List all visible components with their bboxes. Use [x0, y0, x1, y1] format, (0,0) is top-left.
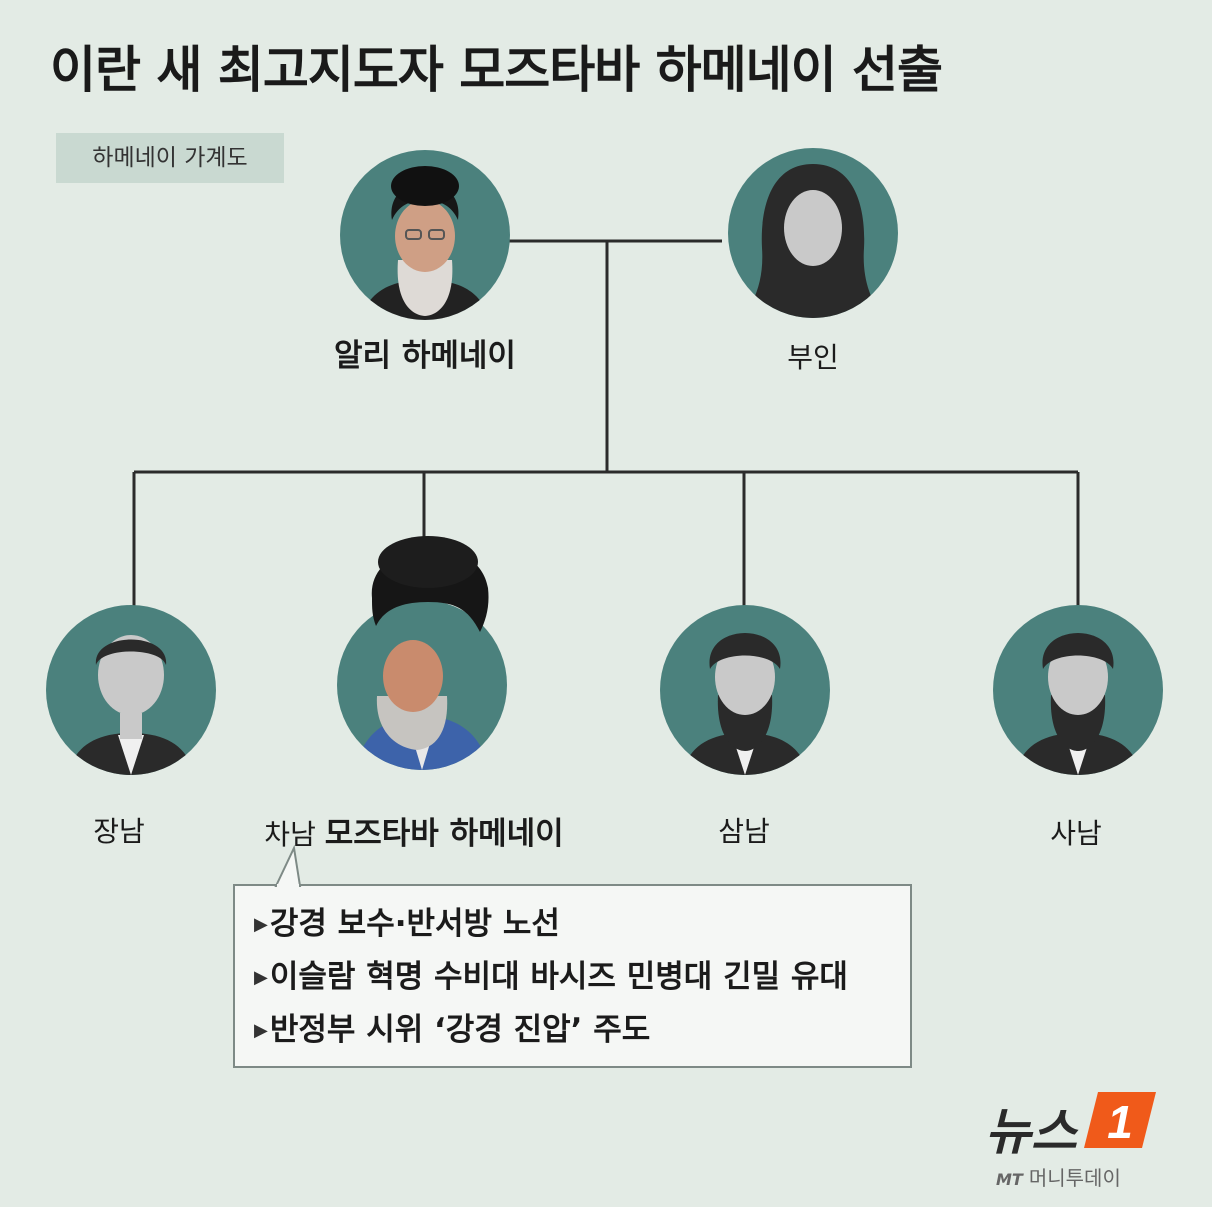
third-son-label: 삼남: [718, 815, 770, 848]
mother-silhouette: [728, 148, 898, 318]
callout-list: ▶강경 보수·반서방 노선 ▶이슬람 혁명 수비대 바시즈 민병대 긴밀 유대 …: [254, 898, 848, 1057]
second-son-name: 모즈타바 하메네이: [324, 816, 564, 852]
mother-label: 부인: [787, 341, 839, 374]
bullet-triangle-icon: ▶: [254, 1020, 268, 1041]
third-son-silhouette: [660, 605, 830, 775]
news1-logo-badge-icon: 1: [1084, 1092, 1156, 1148]
callout-item: ▶강경 보수·반서방 노선: [254, 906, 560, 942]
father-name: 알리 하메네이: [334, 338, 516, 374]
second-son-label: 차남 모즈타바 하메네이: [264, 808, 563, 853]
first-son-silhouette: [46, 605, 216, 775]
fourth-son-silhouette: [993, 605, 1163, 775]
bullet-triangle-icon: ▶: [254, 967, 268, 988]
page-title: 이란 새 최고지도자 모즈타바 하메네이 선출: [50, 41, 943, 99]
svg-text:1: 1: [1107, 1096, 1133, 1148]
callout-box: [233, 884, 912, 1068]
fourth-son-label: 사남: [1050, 817, 1102, 850]
subtitle-tag: 하메네이 가계도: [56, 133, 284, 183]
second-son-turban: [371, 536, 489, 632]
second-son-rank: 차남: [264, 818, 316, 851]
father-portrait: [340, 150, 510, 320]
callout-item: ▶반정부 시위 ‘강경 진압’ 주도: [254, 1012, 651, 1048]
first-son-label: 장남: [93, 815, 145, 848]
second-son-portrait: [337, 600, 507, 770]
news1-logo-text: 뉴스: [985, 1103, 1077, 1161]
bullet-triangle-icon: ▶: [254, 914, 268, 935]
callout-item: ▶이슬람 혁명 수비대 바시즈 민병대 긴밀 유대: [254, 959, 848, 995]
